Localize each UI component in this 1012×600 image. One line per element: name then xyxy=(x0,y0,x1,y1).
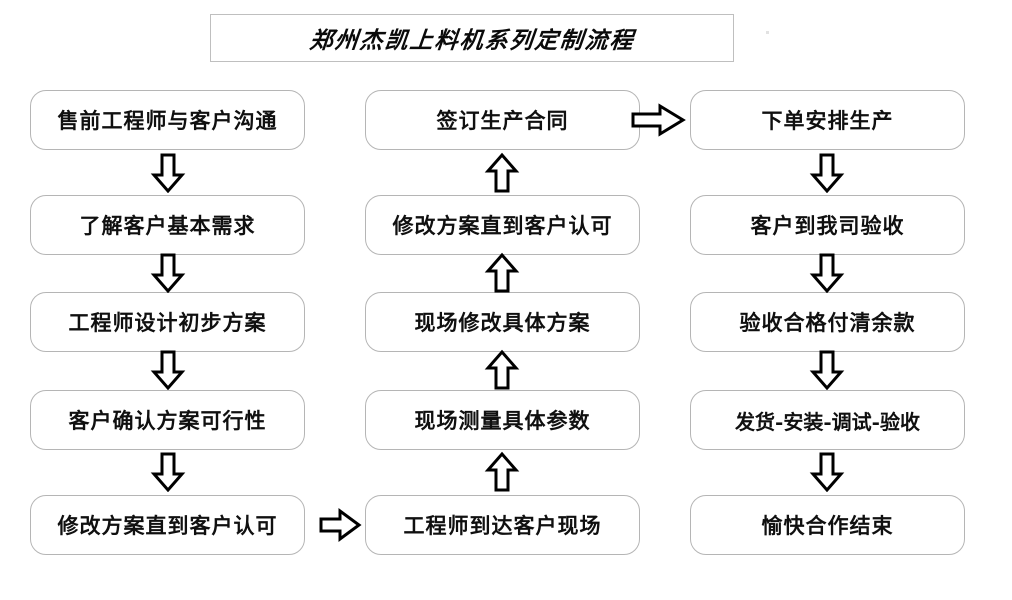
node-right-2[interactable]: 客户到我司验收 xyxy=(690,195,965,255)
node-left-2[interactable]: 了解客户基本需求 xyxy=(30,195,305,255)
node-left-1[interactable]: 售前工程师与客户沟通 xyxy=(30,90,305,150)
node-label: 工程师设计初步方案 xyxy=(68,310,267,335)
node-middle-1[interactable]: 签订生产合同 xyxy=(365,90,640,150)
node-right-4[interactable]: 发货-安装-调试-验收 xyxy=(690,390,965,450)
diagram-title: 郑州杰凯上料机系列定制流程 xyxy=(307,27,636,54)
node-label: 工程师到达客户现场 xyxy=(403,513,602,538)
right-arrow-icon-left-to-middle xyxy=(318,508,362,542)
up-arrow-icon xyxy=(484,152,520,194)
right-arrow-icon-middle-to-right xyxy=(630,103,686,137)
node-left-4[interactable]: 客户确认方案可行性 xyxy=(30,390,305,450)
node-label: 现场测量具体参数 xyxy=(414,408,591,433)
image-artifact-speck xyxy=(766,31,769,34)
node-label: 客户到我司验收 xyxy=(750,213,905,238)
node-label: 修改方案直到客户认可 xyxy=(57,513,278,538)
up-arrow-icon xyxy=(484,349,520,391)
node-label: 验收合格付清余款 xyxy=(739,310,916,335)
down-arrow-icon xyxy=(150,153,186,193)
down-arrow-icon xyxy=(150,350,186,390)
node-label: 修改方案直到客户认可 xyxy=(392,213,613,238)
node-label: 下单安排生产 xyxy=(761,108,894,133)
node-label: 愉快合作结束 xyxy=(761,513,894,538)
node-middle-4[interactable]: 现场测量具体参数 xyxy=(365,390,640,450)
node-label: 签订生产合同 xyxy=(436,108,569,133)
node-label: 售前工程师与客户沟通 xyxy=(57,108,278,133)
node-label: 发货-安装-调试-验收 xyxy=(735,409,920,434)
node-right-3[interactable]: 验收合格付清余款 xyxy=(690,292,965,352)
up-arrow-icon xyxy=(484,451,520,493)
down-arrow-icon xyxy=(809,253,845,293)
node-label: 了解客户基本需求 xyxy=(79,213,256,238)
diagram-title-box: 郑州杰凯上料机系列定制流程 xyxy=(210,14,734,62)
node-middle-5[interactable]: 工程师到达客户现场 xyxy=(365,495,640,555)
up-arrow-icon xyxy=(484,252,520,294)
down-arrow-icon xyxy=(150,452,186,492)
node-right-1[interactable]: 下单安排生产 xyxy=(690,90,965,150)
node-middle-2[interactable]: 修改方案直到客户认可 xyxy=(365,195,640,255)
node-label: 现场修改具体方案 xyxy=(414,310,591,335)
node-label: 客户确认方案可行性 xyxy=(68,408,267,433)
node-middle-3[interactable]: 现场修改具体方案 xyxy=(365,292,640,352)
down-arrow-icon xyxy=(150,253,186,293)
down-arrow-icon xyxy=(809,452,845,492)
down-arrow-icon xyxy=(809,153,845,193)
down-arrow-icon xyxy=(809,350,845,390)
node-right-5[interactable]: 愉快合作结束 xyxy=(690,495,965,555)
node-left-5[interactable]: 修改方案直到客户认可 xyxy=(30,495,305,555)
node-left-3[interactable]: 工程师设计初步方案 xyxy=(30,292,305,352)
